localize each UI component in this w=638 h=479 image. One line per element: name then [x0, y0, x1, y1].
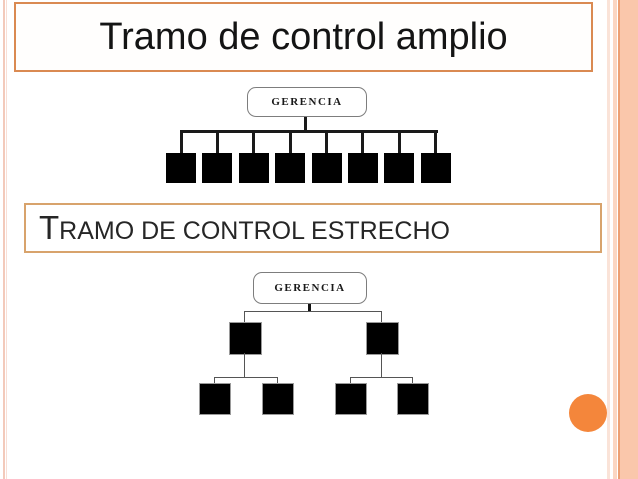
- left-edge-stripe-outer: [3, 0, 5, 479]
- wide-subordinates-row: [166, 131, 451, 183]
- org-subordinate-cell: [202, 131, 233, 183]
- connector-stub: [412, 377, 413, 383]
- connector-stub: [361, 131, 365, 153]
- org-root-label: GERENCIA: [271, 96, 343, 108]
- right-edge-stripe-1: [607, 0, 610, 479]
- org-node-square-subordinate: [238, 153, 269, 183]
- connector-riser: [244, 353, 245, 377]
- org-node-square-level2: [229, 322, 262, 355]
- org-subordinate-cell: [347, 131, 378, 183]
- org-subordinate-cell: [311, 131, 342, 183]
- connector-horizontal-line: [180, 130, 438, 133]
- org-node-square-subordinate: [275, 153, 306, 183]
- org-subordinate-cell: [275, 131, 306, 183]
- connector-stub: [288, 131, 292, 153]
- connector-stub: [252, 131, 256, 153]
- connector-stub: [350, 377, 351, 383]
- org-node-square-subordinate: [384, 153, 415, 183]
- org-node-square-level2: [366, 322, 399, 355]
- connector-riser: [308, 304, 311, 312]
- connector-riser: [304, 117, 307, 131]
- org-root-label: GERENCIA: [274, 282, 346, 294]
- connector-stub: [325, 131, 329, 153]
- connector-stub: [244, 311, 245, 322]
- org-node-square-subordinate: [166, 153, 196, 183]
- connector-stub: [381, 311, 382, 322]
- slide-title: Tramo de control amplio: [99, 15, 508, 58]
- connector-stub: [397, 131, 401, 153]
- connector-horizontal-line: [214, 377, 278, 378]
- right-edge-bar: [620, 0, 638, 479]
- org-node-square-level3: [262, 383, 294, 415]
- connector-stub: [214, 377, 215, 383]
- org-node-square-subordinate: [347, 153, 378, 183]
- right-edge-stripe-2: [613, 0, 617, 479]
- connector-horizontal-line: [244, 311, 382, 312]
- org-subordinate-cell: [384, 131, 415, 183]
- connector-stub: [434, 131, 438, 153]
- org-root-node-wide: GERENCIA: [247, 87, 367, 117]
- connector-riser: [381, 353, 382, 377]
- org-node-square-subordinate: [202, 153, 233, 183]
- right-edge-bar-line: [618, 0, 620, 479]
- org-node-square-level3: [397, 383, 429, 415]
- connector-horizontal-line: [350, 377, 413, 378]
- left-edge-stripe-inner: [6, 0, 7, 479]
- connector-stub: [215, 131, 219, 153]
- org-node-square-subordinate: [311, 153, 342, 183]
- title-box-wide: Tramo de control amplio: [14, 2, 593, 72]
- org-subordinate-cell: [166, 131, 196, 183]
- connector-stub: [277, 377, 278, 383]
- connector-stub: [179, 131, 183, 153]
- accent-circle-decoration: [569, 394, 607, 432]
- title-box-narrow: TRAMO DE CONTROL ESTRECHO: [24, 203, 602, 253]
- org-subordinate-cell: [238, 131, 269, 183]
- org-node-square-subordinate: [420, 153, 451, 183]
- org-node-square-level3: [199, 383, 231, 415]
- org-node-square-level3: [335, 383, 367, 415]
- org-root-node-narrow: GERENCIA: [253, 272, 367, 304]
- slide-subtitle: TRAMO DE CONTROL ESTRECHO: [39, 209, 450, 246]
- org-subordinate-cell: [420, 131, 451, 183]
